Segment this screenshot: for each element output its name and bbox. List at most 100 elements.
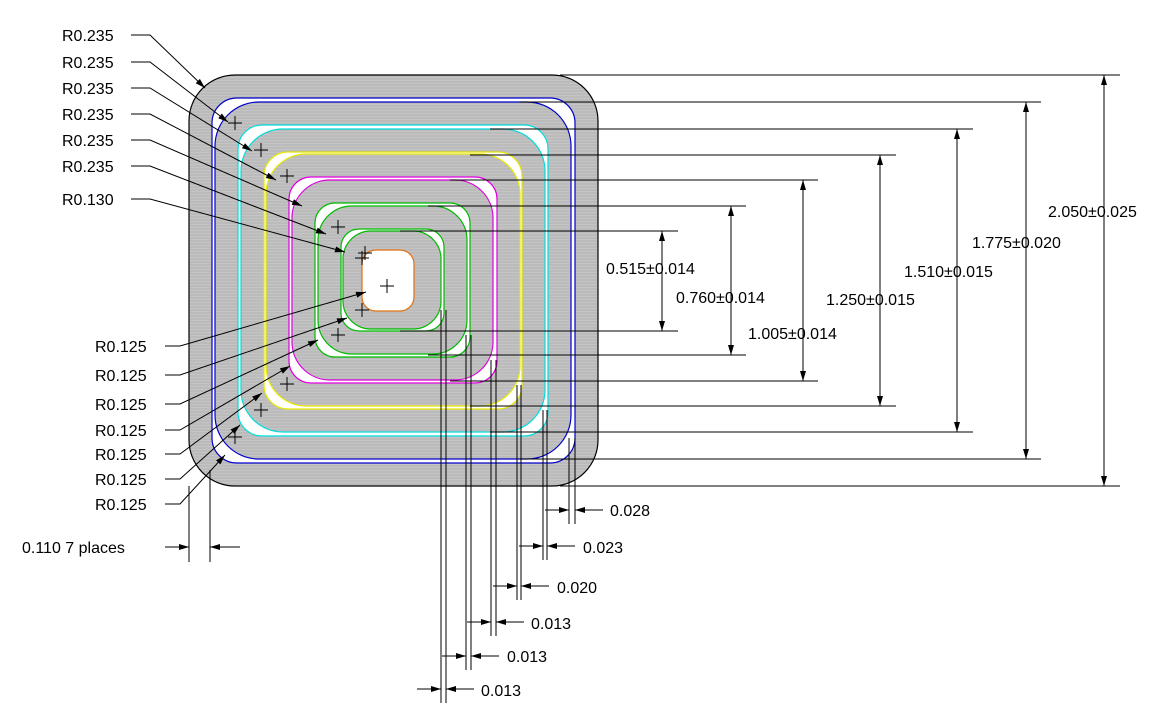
gap-arrow-right-1 <box>575 507 585 513</box>
wall-thickness-label: 0.110 7 places <box>22 540 125 557</box>
radius-label-top-4: R0.235 <box>62 107 114 124</box>
gap-arrow-left-2 <box>533 543 543 549</box>
shell-fill-5 <box>292 180 493 380</box>
height-arrow-bottom-6 <box>1023 449 1029 459</box>
gap-arrow-left-6 <box>431 686 441 692</box>
radius-label-bottom-5: R0.125 <box>95 447 147 464</box>
center-mark-10 <box>280 377 294 391</box>
height-arrow-bottom-1 <box>659 321 665 331</box>
height-dim-label-4: 1.250±0.015 <box>826 292 915 309</box>
center-mark-11 <box>254 403 268 417</box>
radius-leader-bottom-2 <box>165 317 348 376</box>
height-arrow-bottom-5 <box>954 422 960 432</box>
gap-dim-label-3: 0.020 <box>557 580 597 597</box>
height-arrow-top-2 <box>728 206 734 216</box>
height-arrow-bottom-3 <box>800 371 806 381</box>
height-dim-label-3: 1.005±0.014 <box>748 326 837 343</box>
radius-label-top-2: R0.235 <box>62 55 114 72</box>
height-arrow-top-3 <box>800 180 806 190</box>
radius-leader-bottom-1 <box>165 291 367 347</box>
center-mark-9 <box>331 328 345 342</box>
center-mark-2 <box>254 143 268 157</box>
radius-leader-top-4 <box>131 113 277 181</box>
radius-label-bottom-4: R0.125 <box>95 423 147 440</box>
gap-arrow-right-6 <box>446 686 456 692</box>
radius-leader-top-5 <box>131 139 303 207</box>
gap-dim-label-1: 0.028 <box>610 503 650 520</box>
concentric-shells <box>188 74 599 487</box>
gap-arrow-right-5 <box>471 653 481 659</box>
gap-arrow-right-2 <box>547 543 557 549</box>
height-dim-label-2: 0.760±0.014 <box>676 290 765 307</box>
radius-arrow-top-7 <box>334 246 345 253</box>
radius-arrow-top-5 <box>291 199 302 206</box>
gap-arrow-left-4 <box>481 619 491 625</box>
gap-arrow-right-4 <box>496 619 506 625</box>
height-arrow-bottom-7 <box>1101 476 1107 486</box>
radius-leader-top-3 <box>131 87 253 152</box>
radius-leader-top-1 <box>131 34 206 89</box>
radius-label-top-1: R0.235 <box>62 28 114 45</box>
height-arrow-bottom-2 <box>728 345 734 355</box>
height-arrow-top-4 <box>877 155 883 165</box>
radius-leader-top-2 <box>131 61 229 123</box>
radius-arrow-bottom-5 <box>252 393 262 402</box>
radius-leaders <box>131 34 367 562</box>
center-mark-1 <box>228 116 242 130</box>
height-dim-label-7: 2.050±0.025 <box>1048 204 1137 221</box>
shell-outer-edge-7 <box>342 230 442 330</box>
radius-label-bottom-1: R0.125 <box>95 339 147 356</box>
center-mark-6 <box>355 251 369 265</box>
radius-leader-top-6 <box>131 165 327 235</box>
shell-inner-edge-3 <box>263 151 523 410</box>
shell-fill-6 <box>318 206 467 354</box>
shell-fill-7 <box>343 231 441 329</box>
height-arrow-top-1 <box>659 231 665 241</box>
radius-label-top-6: R0.235 <box>62 159 114 176</box>
radius-leader-bottom-6 <box>165 424 241 480</box>
radius-arrow-bottom-1 <box>355 291 366 298</box>
radius-label-bottom-6: R0.125 <box>95 472 147 489</box>
radius-arrow-top-3 <box>241 143 252 151</box>
radius-arrow-bottom-7 <box>216 455 225 465</box>
radius-leader-bottom-5 <box>165 392 263 455</box>
radius-leader-bottom-4 <box>165 365 291 431</box>
shell-outer-edge-6 <box>317 205 468 355</box>
shell-inner-edge-1 <box>211 97 576 464</box>
radius-label-top-3: R0.235 <box>62 81 114 98</box>
radius-arrow-top-1 <box>195 78 205 88</box>
wall-arrow-right <box>210 544 220 550</box>
height-arrow-top-7 <box>1101 75 1107 85</box>
gap-arrow-left-3 <box>507 583 517 589</box>
radius-arrow-bottom-2 <box>336 318 347 325</box>
height-dim-label-1: 0.515±0.014 <box>606 261 695 278</box>
gap-dim-label-4: 0.013 <box>531 616 571 633</box>
wall-arrow-left <box>179 544 189 550</box>
radius-leader-bottom-3 <box>165 339 319 405</box>
height-arrow-top-6 <box>1023 102 1029 112</box>
shell-inner-edge-2 <box>237 124 549 437</box>
radius-arrow-top-2 <box>218 113 228 122</box>
gap-dim-label-5: 0.013 <box>507 649 547 666</box>
shell-outer-edge-1 <box>188 74 599 487</box>
gap-arrow-left-5 <box>456 653 466 659</box>
shell-inner-edge-7 <box>361 249 415 312</box>
center-mark-4 <box>331 220 345 234</box>
radius-label-top-7: R0.130 <box>62 192 114 209</box>
center-mark-7 <box>380 279 394 293</box>
center-mark-8 <box>355 303 369 317</box>
gap-arrow-right-3 <box>521 583 531 589</box>
gap-dim-label-6: 0.013 <box>481 683 521 700</box>
radius-label-bottom-3: R0.125 <box>95 397 147 414</box>
center-mark-3 <box>280 169 294 183</box>
radius-arrow-bottom-6 <box>230 425 240 434</box>
shell-inner-edge-4 <box>288 176 498 384</box>
height-dim-label-6: 1.775±0.020 <box>972 235 1061 252</box>
gap-arrow-left-1 <box>559 507 569 513</box>
radius-arrow-top-4 <box>265 172 276 180</box>
gap-dimensions <box>417 310 603 703</box>
radius-arrow-bottom-3 <box>307 340 318 347</box>
radius-arrow-bottom-4 <box>279 366 290 374</box>
radius-label-bottom-2: R0.125 <box>95 368 147 385</box>
